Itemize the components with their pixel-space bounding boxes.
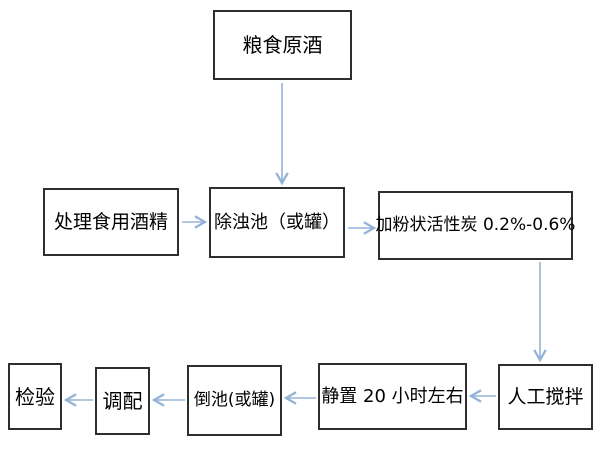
node-label: 人工搅拌 <box>507 385 584 408</box>
node-label: 粮食原酒 <box>242 33 323 57</box>
node-label: 除浊池（或罐） <box>214 211 340 233</box>
node-label: 静置 20 小时左右 <box>321 385 464 407</box>
node-label: 处理食用酒精 <box>53 210 168 233</box>
node-manual-stirring: 人工搅拌 <box>498 364 593 430</box>
node-label: 加粉状活性炭 0.2%-0.6% <box>375 215 576 236</box>
node-add-activated-carbon: 加粉状活性炭 0.2%-0.6% <box>375 191 576 260</box>
node-grain-raw-liquor: 粮食原酒 <box>213 10 352 80</box>
node-pour-to-pool: 倒池(或罐) <box>187 365 282 436</box>
node-stand-20-hours: 静置 20 小时左右 <box>318 363 467 430</box>
node-label: 调配 <box>102 389 143 413</box>
node-process-edible-alcohol: 处理食用酒精 <box>43 188 179 256</box>
node-blending: 调配 <box>95 367 150 435</box>
node-turbidity-removal-pool: 除浊池（或罐） <box>209 187 345 258</box>
node-label: 倒池(或罐) <box>193 390 276 411</box>
node-inspection: 检验 <box>8 363 62 430</box>
node-label: 检验 <box>15 384 55 409</box>
